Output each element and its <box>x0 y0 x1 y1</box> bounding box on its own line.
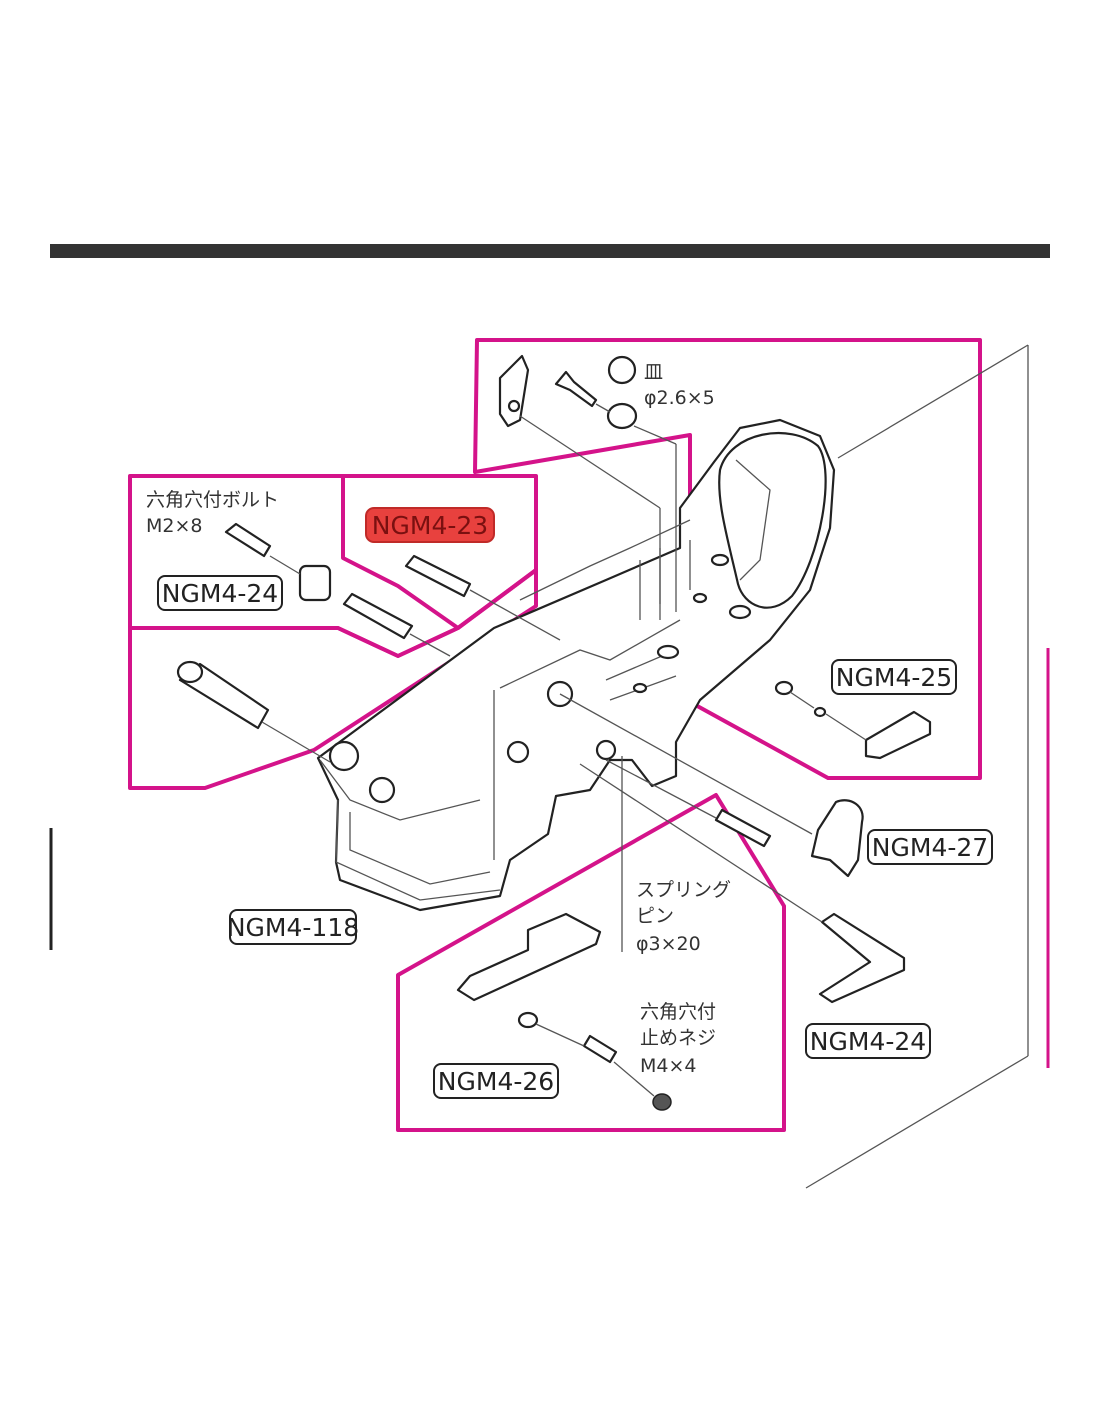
spring-pin-3x20 <box>714 808 772 848</box>
detent <box>813 706 827 718</box>
leader-line <box>261 721 331 763</box>
small-parts <box>176 354 932 1111</box>
part-label-text: NGM4-27 <box>872 833 988 862</box>
receiver-detail <box>349 812 491 885</box>
part-label-ngm4-118[interactable]: NGM4-118 <box>227 909 359 945</box>
clip-part <box>498 354 530 428</box>
receiver-slot <box>656 644 680 660</box>
detent-spring <box>774 680 794 696</box>
takedown-pin-head <box>176 660 204 684</box>
small-set-screw <box>652 1093 672 1111</box>
trigger-pin-hole <box>595 739 617 761</box>
group-outline-lower <box>396 793 786 1132</box>
part-label-ngm4-24-right[interactable]: NGM4-24 <box>805 1023 931 1059</box>
leader-line <box>805 1055 1029 1189</box>
note-hex-bolt: 六角穴付ボルト M2×8 <box>146 489 279 537</box>
leader-lines <box>261 403 867 1097</box>
group-outlines <box>128 338 982 1132</box>
flat-head-screw <box>554 370 598 408</box>
receiver-slot <box>692 592 708 604</box>
part-label-text: NGM4-26 <box>438 1067 554 1096</box>
note-set-screw: 六角穴付 止めネジ M4×4 <box>640 1001 716 1077</box>
leader-line <box>633 425 677 445</box>
leader-line <box>269 555 301 575</box>
clip-hole <box>507 399 521 413</box>
pin-ngm4-24 <box>342 592 414 640</box>
leader-line <box>559 693 813 835</box>
leader-line <box>535 1023 585 1047</box>
note-text: M4×4 <box>640 1055 697 1077</box>
hammer-pin-hole <box>506 740 530 764</box>
leader-line <box>605 759 717 819</box>
group-outline-left <box>128 568 538 790</box>
leader-line <box>579 763 823 923</box>
leader-line <box>789 691 815 709</box>
receiver-detail <box>735 459 771 581</box>
note-text: 六角穴付ボルト <box>146 489 279 511</box>
receiver-detail <box>499 619 681 689</box>
leader-line <box>469 589 561 641</box>
note-text: 止めネジ <box>640 1027 716 1049</box>
note-text: 六角穴付 <box>640 1001 716 1023</box>
buffer-tube-ring <box>718 432 827 609</box>
note-text: M2×8 <box>146 515 203 537</box>
part-label-ngm4-25[interactable]: NGM4-25 <box>831 659 957 695</box>
leader-line <box>519 415 661 509</box>
note-text: ピン <box>636 905 674 927</box>
bolt-catch-lever <box>864 710 932 760</box>
receiver-slot <box>728 604 752 620</box>
leader-line <box>613 1061 655 1097</box>
leader-line <box>825 713 867 741</box>
note-pan-screw: 皿 φ2.6×5 <box>644 361 715 409</box>
magazine-release <box>818 912 906 1004</box>
pivot-lug-hole <box>328 740 360 772</box>
receiver-slot <box>632 682 648 694</box>
part-label-text: NGM4-24 <box>162 579 278 608</box>
part-label-text: NGM4-23 <box>372 511 488 540</box>
receiver-body <box>316 418 836 912</box>
spacer-block <box>298 564 332 602</box>
leader-line <box>837 344 1029 459</box>
part-label-ngm4-23[interactable]: NGM4-23 <box>365 507 495 543</box>
group-outline-ngm4-23-divider <box>341 476 460 630</box>
note-text: 皿 <box>644 361 663 383</box>
receiver-slot <box>710 553 730 567</box>
leader-line <box>409 633 451 657</box>
group-outline-upper-right <box>473 338 982 780</box>
part-label-text: NGM4-118 <box>227 913 359 942</box>
roll-pin <box>582 1034 618 1064</box>
selector-part <box>810 799 864 878</box>
lower-receiver <box>316 418 836 912</box>
note-text: φ2.6×5 <box>644 387 715 409</box>
pin-ngm4-23 <box>404 554 472 598</box>
trigger-guard <box>456 912 602 1002</box>
set-screw-m4x4 <box>517 1011 539 1029</box>
note-spring-pin: スプリング ピン φ3×20 <box>636 879 731 955</box>
receiver-detail <box>335 799 501 901</box>
flat-head-screw-icon <box>607 355 637 385</box>
part-label-ngm4-24-left[interactable]: NGM4-24 <box>157 575 283 611</box>
part-label-text: NGM4-25 <box>836 663 952 692</box>
hex-bolt-m2x8 <box>224 522 272 558</box>
part-label-text: NGM4-24 <box>810 1027 926 1056</box>
leader-line <box>595 403 611 413</box>
pivot-lug-hole <box>368 776 396 804</box>
header-rule <box>50 244 1050 258</box>
part-label-ngm4-27[interactable]: NGM4-27 <box>867 829 993 865</box>
outer-leader-lines <box>805 344 1029 1189</box>
receiver-detail <box>319 759 481 821</box>
part-label-ngm4-26[interactable]: NGM4-26 <box>433 1063 559 1099</box>
note-text: φ3×20 <box>636 933 701 955</box>
note-text: スプリング <box>636 879 731 901</box>
bushing <box>606 402 638 430</box>
